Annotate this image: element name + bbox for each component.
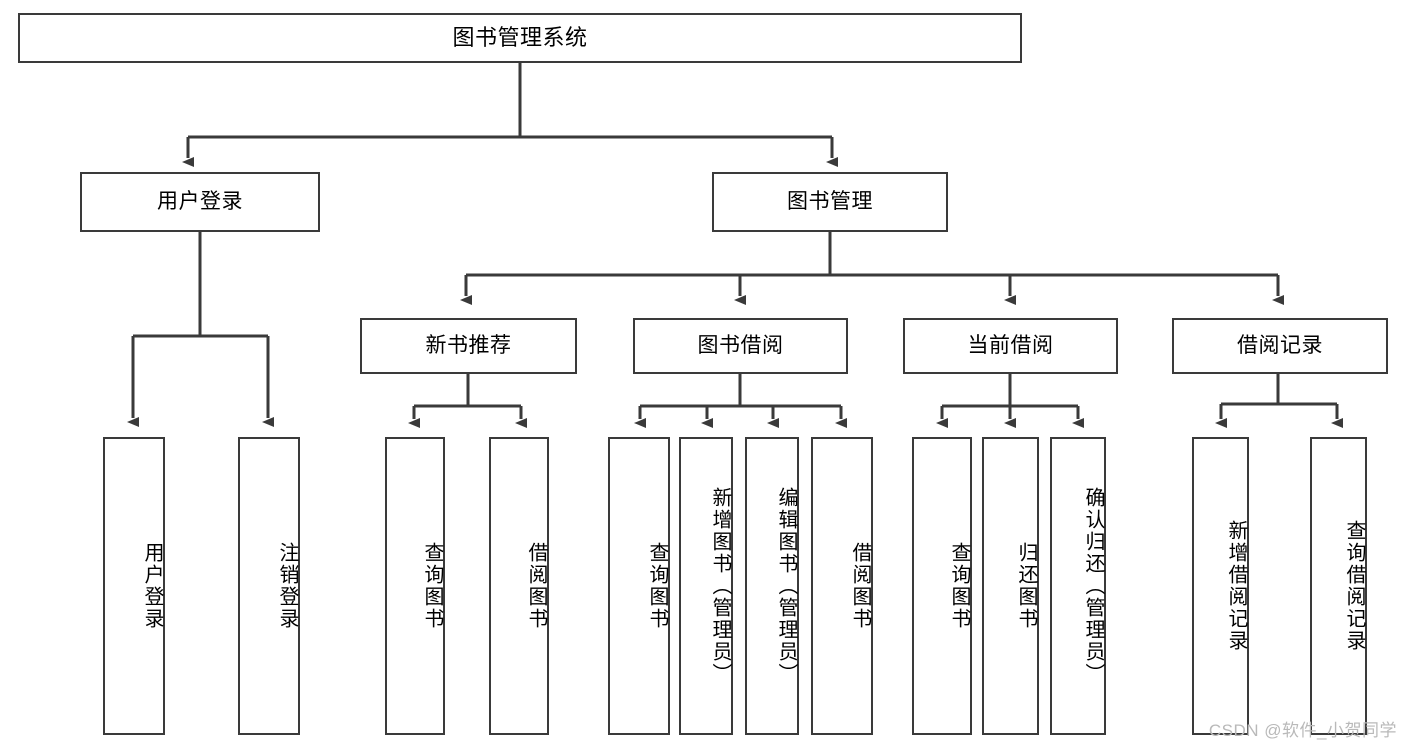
leaf-confirm-return[interactable]: 确认归还（管理员） [1050, 437, 1106, 735]
leaf-return-book-label: 归还图书 [1015, 542, 1037, 630]
leaf-add-book-label: 新增图书（管理员） [709, 487, 731, 685]
node-current-borrow-label: 当前借阅 [967, 334, 1054, 358]
node-new-book-recommend-label: 新书推荐 [425, 334, 512, 358]
leaf-query-record[interactable]: 查询借阅记录 [1310, 437, 1367, 735]
leaf-query-book-1-label: 查询图书 [421, 542, 443, 630]
leaf-user-login[interactable]: 用户登录 [103, 437, 165, 735]
node-borrow-record[interactable]: 借阅记录 [1172, 318, 1388, 374]
watermark: CSDN @软件_小贺同学 [1208, 721, 1397, 740]
node-root[interactable]: 图书管理系统 [18, 13, 1022, 63]
leaf-confirm-return-label: 确认归还（管理员） [1082, 487, 1104, 685]
node-new-book-recommend[interactable]: 新书推荐 [360, 318, 577, 374]
node-borrow-record-label: 借阅记录 [1237, 334, 1323, 358]
node-user-login[interactable]: 用户登录 [80, 172, 320, 232]
node-book-borrow[interactable]: 图书借阅 [633, 318, 848, 374]
node-current-borrow[interactable]: 当前借阅 [903, 318, 1118, 374]
leaf-borrow-book-2-label: 借阅图书 [849, 542, 871, 630]
leaf-logout-label: 注销登录 [276, 542, 298, 630]
leaf-borrow-book-1[interactable]: 借阅图书 [489, 437, 549, 735]
leaf-edit-book-label: 编辑图书（管理员） [775, 487, 797, 685]
node-book-manage-label: 图书管理 [787, 190, 873, 214]
leaf-query-book-2[interactable]: 查询图书 [608, 437, 670, 735]
leaf-query-record-label: 查询借阅记录 [1343, 520, 1365, 652]
leaf-user-login-label: 用户登录 [141, 542, 163, 630]
node-book-borrow-label: 图书借阅 [697, 334, 784, 358]
leaf-return-book[interactable]: 归还图书 [982, 437, 1039, 735]
leaf-borrow-book-2[interactable]: 借阅图书 [811, 437, 873, 735]
leaf-logout[interactable]: 注销登录 [238, 437, 300, 735]
leaf-query-book-3-label: 查询图书 [948, 542, 970, 630]
leaf-edit-book[interactable]: 编辑图书（管理员） [745, 437, 799, 735]
node-book-manage[interactable]: 图书管理 [712, 172, 948, 232]
leaf-add-book[interactable]: 新增图书（管理员） [679, 437, 733, 735]
leaf-query-book-2-label: 查询图书 [646, 542, 668, 630]
leaf-borrow-book-1-label: 借阅图书 [525, 542, 547, 630]
node-root-label: 图书管理系统 [452, 24, 588, 50]
leaf-query-book-3[interactable]: 查询图书 [912, 437, 972, 735]
node-user-login-label: 用户登录 [157, 190, 243, 214]
leaf-add-record[interactable]: 新增借阅记录 [1192, 437, 1249, 735]
leaf-add-record-label: 新增借阅记录 [1225, 520, 1247, 652]
leaf-query-book-1[interactable]: 查询图书 [385, 437, 445, 735]
